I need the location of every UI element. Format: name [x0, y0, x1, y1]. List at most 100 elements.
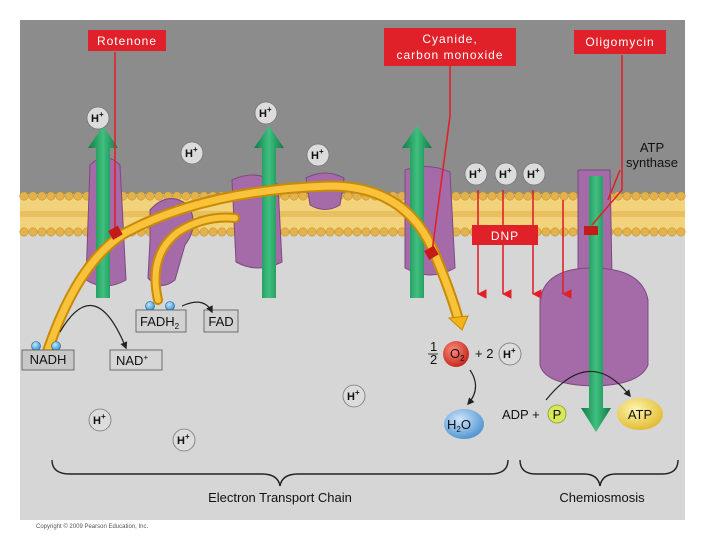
adp-plus-label: ADP + [502, 407, 540, 422]
phospholipid-head [316, 227, 326, 237]
rotenone-block [108, 225, 123, 240]
proton-label: H+ [527, 166, 540, 181]
phospholipid-head [658, 191, 668, 201]
phospholipid-head [568, 191, 578, 201]
phospholipid-head [64, 227, 74, 237]
copyright-notice: Copyright © 2009 Pearson Education, Inc. [36, 523, 148, 530]
phospholipid-head [28, 191, 38, 201]
rotenone-label-box [88, 30, 166, 51]
proton-ions: H+H+H+H+H+H+H+H+H+H+ [86, 101, 546, 452]
proton-label: H+ [177, 432, 190, 447]
phospholipid-head [622, 191, 632, 201]
proton-ball [342, 384, 366, 408]
phospholipid-head [307, 227, 317, 237]
phospholipid-head [55, 191, 65, 201]
phospholipid-head [550, 227, 560, 237]
phospholipid-head [136, 191, 146, 201]
proton-ball [254, 101, 278, 125]
oligomycin-label-box [574, 30, 666, 54]
phospholipid-head [640, 227, 650, 237]
phospholipid-head [460, 191, 470, 201]
chemiosmosis-label: Chemiosmosis [559, 490, 645, 505]
phospholipid-head [667, 227, 677, 237]
fad-box [203, 309, 239, 333]
phospholipid-head [613, 227, 623, 237]
proton-ball [180, 141, 204, 165]
atp-molecule [617, 398, 663, 430]
fadh2-electron-dot [145, 301, 155, 311]
rotenone-label: Rotenone [97, 34, 157, 48]
proton-label: H+ [503, 346, 516, 361]
phospholipid-head [541, 191, 551, 201]
proton-label: H+ [311, 147, 324, 162]
phospholipid-head [559, 191, 569, 201]
etc-brace [51, 459, 509, 487]
proton-pump-arrow-one [88, 126, 118, 298]
phospholipid-head [451, 191, 461, 201]
cyanide-label-line1: Cyanide, [422, 32, 477, 46]
nadh-box [21, 349, 75, 371]
phospholipid-head [487, 191, 497, 201]
phospholipid-head [622, 227, 632, 237]
plus-two-label: + 2 [475, 346, 493, 361]
proton-label: H+ [91, 110, 104, 125]
proton-label: H+ [469, 166, 482, 181]
phospholipid-head [667, 191, 677, 201]
half-denominator: 2 [430, 352, 437, 367]
phospholipid-head [289, 227, 299, 237]
phospholipid-head [73, 227, 83, 237]
etc-label: Electron Transport Chain [208, 490, 352, 505]
phospholipid-head [550, 191, 560, 201]
proton-label: H+ [259, 105, 272, 120]
phospholipid-head [478, 191, 488, 201]
fadh2-label: FADH2 [140, 314, 180, 331]
dnp-label: DNP [491, 229, 519, 243]
phospholipid-head [73, 191, 83, 201]
adp-to-atp-arrow [545, 370, 631, 401]
phospholipid-head [370, 227, 380, 237]
phospholipid-head [181, 191, 191, 201]
phospholipid-head [325, 227, 335, 237]
phospholipid-head [505, 191, 515, 201]
phospholipid-head [559, 227, 569, 237]
cyanide-label-line2: carbon monoxide [396, 48, 503, 62]
nad-label: NAD+ [116, 353, 148, 368]
oxygen-molecule [443, 341, 469, 367]
o2-label: O2 [450, 346, 465, 363]
phospholipid-head [64, 191, 74, 201]
proton-ball [494, 162, 518, 186]
atp-synthase-label-line2: synthase [626, 155, 678, 170]
proton-label: H+ [185, 145, 198, 160]
phospholipid-head [19, 191, 29, 201]
nad-box [109, 349, 163, 371]
phospholipid-head [460, 227, 470, 237]
phospholipid-head [154, 191, 164, 201]
phosphate-ball [547, 404, 567, 424]
phospholipid-head [361, 227, 371, 237]
chemiosmosis-brace [519, 459, 679, 487]
phospholipid-head [298, 227, 308, 237]
phospholipid-head [658, 227, 668, 237]
dnp-label-box [472, 225, 538, 245]
phospholipid-head [280, 227, 290, 237]
proton-pump-arrow-two [254, 126, 284, 298]
phospholipid-head [55, 227, 65, 237]
phospholipid-head [469, 191, 479, 201]
proton-pump-arrow-three [402, 126, 432, 298]
phospholipid-head [343, 227, 353, 237]
proton-ball [522, 162, 546, 186]
fad-label: FAD [208, 314, 233, 329]
proton-ball [88, 408, 112, 432]
proton-label: H+ [499, 166, 512, 181]
phospholipid-head [388, 227, 398, 237]
phospholipid-head [676, 191, 686, 201]
half-numerator: 1 [430, 339, 437, 354]
phospholipid-head [631, 191, 641, 201]
phospholipid-head [496, 191, 506, 201]
oligomycin-block [584, 226, 598, 235]
proton-ball [306, 143, 330, 167]
phospholipid-head [208, 227, 218, 237]
phospholipid-head [523, 191, 533, 201]
phospholipid-head [532, 191, 542, 201]
